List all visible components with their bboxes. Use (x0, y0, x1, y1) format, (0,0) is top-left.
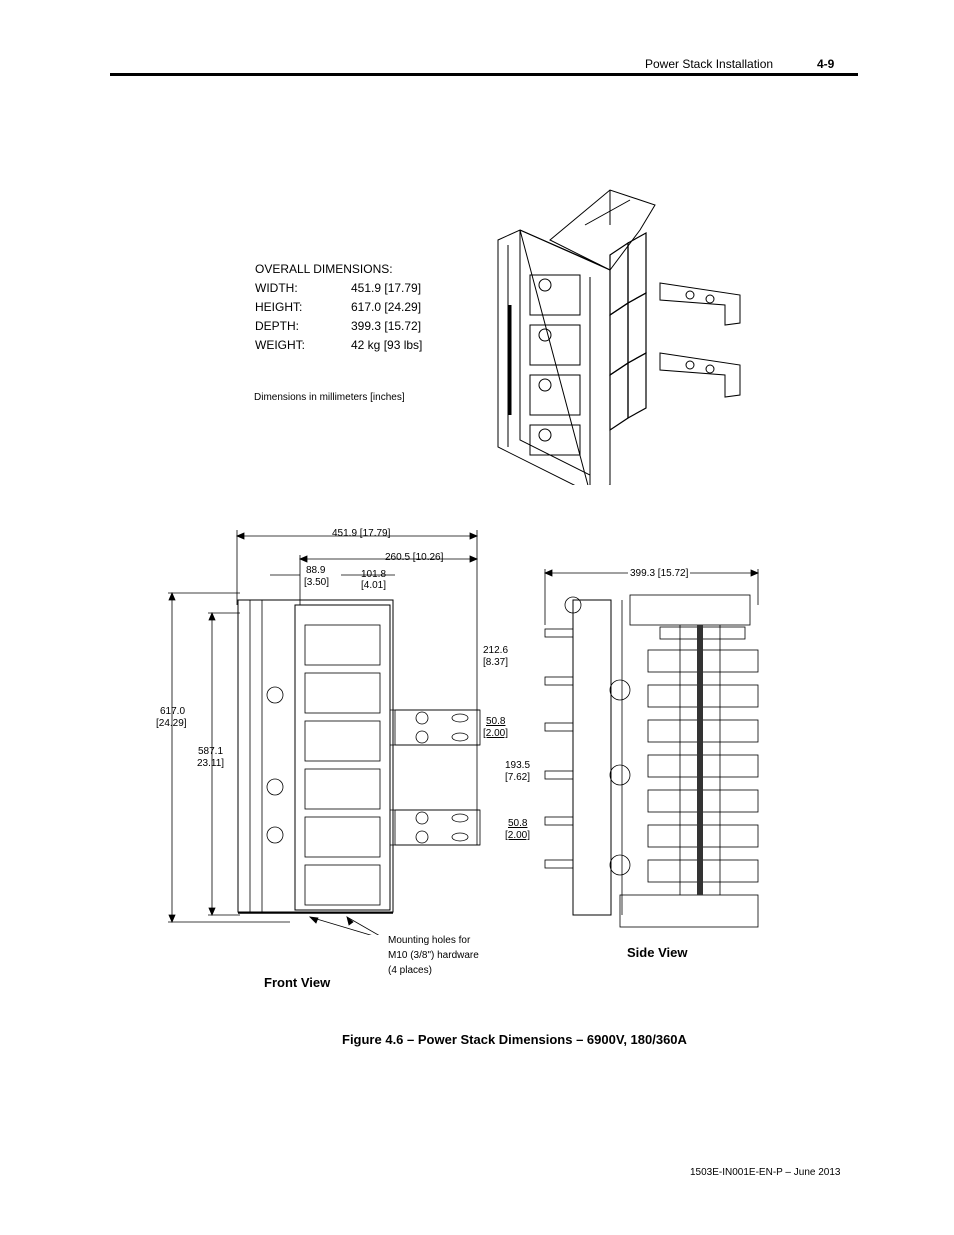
dim-88-in: [3.50] (304, 577, 330, 588)
dim-193-mm: 193.5 (505, 760, 531, 771)
dim-label: DEPTH: (255, 319, 300, 333)
dim-50a-mm: 50.8 (486, 716, 506, 727)
dim-label: WIDTH: (255, 281, 298, 295)
mounting-note-line: (4 places) (388, 965, 432, 976)
dim-front-width: 451.9 [17.79] (332, 528, 391, 539)
dim-row-weight: WEIGHT: 42 kg [93 lbs] (255, 338, 422, 352)
page-number: 4-9 (817, 57, 835, 71)
dim-value: 617.0 [24.29] (351, 300, 422, 314)
overall-dimensions: OVERALL DIMENSIONS: WIDTH: 451.9 [17.79]… (255, 262, 455, 362)
dim-value: 399.3 [15.72] (351, 319, 422, 333)
dim-label: WEIGHT: (255, 338, 305, 352)
side-view-drawing (543, 569, 760, 928)
dim-88-mm: 88.9 (306, 565, 326, 576)
running-header-section: Power Stack Installation (645, 57, 774, 71)
dim-value: 451.9 [17.79] (351, 281, 422, 295)
header-rule (110, 73, 858, 76)
side-view-label: Side View (627, 945, 688, 960)
mounting-holes-note: Mounting holes for M10 (3/8") hardware (… (388, 933, 479, 978)
dim-row-depth: DEPTH: 399.3 [15.72] (255, 319, 421, 333)
dim-row-width: WIDTH: 451.9 [17.79] (255, 281, 421, 295)
isometric-view-drawing (497, 189, 741, 485)
dim-50a-in: [2.00] (483, 728, 509, 739)
dim-50b-mm: 50.8 (508, 818, 528, 829)
dim-101-mm: 101.8 (361, 569, 387, 580)
dim-617-in: [24.29] (156, 718, 187, 729)
dim-212-in: [8.37] (483, 657, 509, 668)
overall-dimensions-title: OVERALL DIMENSIONS: (255, 262, 393, 276)
mounting-note-line: M10 (3/8") hardware (388, 950, 479, 961)
mounting-note-line: Mounting holes for (388, 935, 471, 946)
dim-50b-in: [2.00] (505, 830, 531, 841)
footer-doc-id: 1503E-IN001E-EN-P – June 2013 (690, 1167, 841, 1178)
dim-row-height: HEIGHT: 617.0 [24.29] (255, 300, 421, 314)
front-view-drawing (168, 530, 481, 935)
dim-label: HEIGHT: (255, 300, 303, 314)
front-view-label: Front View (264, 975, 331, 990)
dim-617-mm: 617.0 (160, 706, 186, 717)
dim-101-in: [4.01] (361, 580, 387, 591)
dim-value: 42 kg [93 lbs] (351, 338, 423, 352)
dim-212-mm: 212.6 (483, 645, 509, 656)
units-note: Dimensions in millimeters [inches] (254, 392, 405, 403)
dim-587-mm: 587.1 (198, 746, 224, 757)
dim-front-offset: 260.5 [10.26] (385, 552, 444, 563)
dim-587-in: 23.11] (197, 758, 225, 769)
dim-193-in: [7.62] (505, 772, 531, 783)
dim-side-depth: 399.3 [15.72] (628, 568, 691, 580)
figure-caption: Figure 4.6 – Power Stack Dimensions – 69… (342, 1032, 687, 1047)
